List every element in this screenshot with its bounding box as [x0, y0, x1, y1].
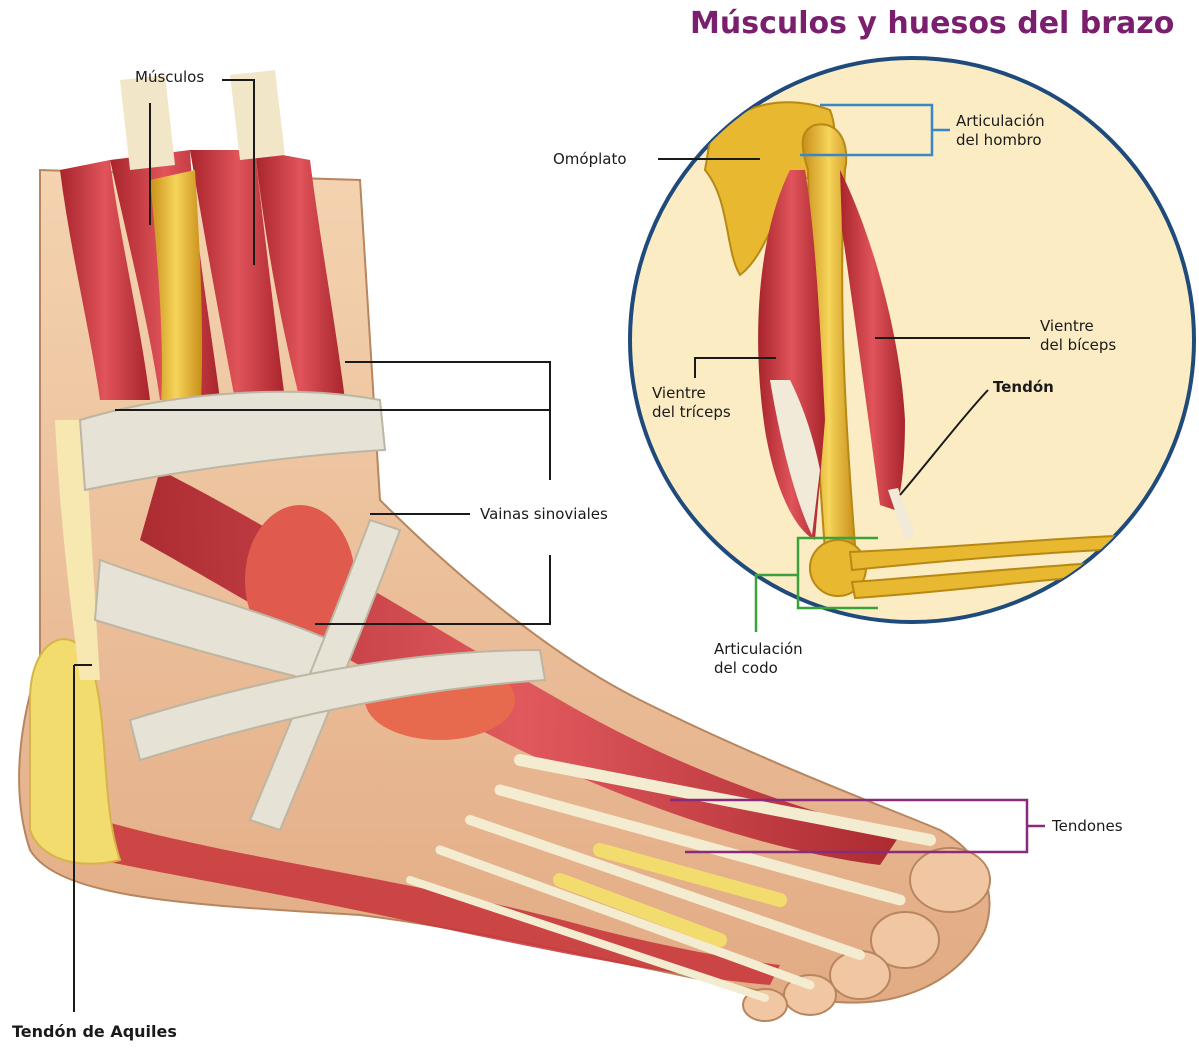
- label-hombro-line1: Articulación: [956, 112, 1045, 131]
- label-biceps-line1: Vientre: [1040, 317, 1094, 336]
- label-omoplato: Omóplato: [553, 150, 627, 169]
- label-codo-line2: del codo: [714, 659, 778, 678]
- label-biceps-line2: del bíceps: [1040, 336, 1116, 355]
- label-tendones: Tendones: [1052, 817, 1123, 836]
- label-vainas-sinoviales: Vainas sinoviales: [480, 505, 608, 524]
- toe-1: [910, 848, 990, 912]
- leg-tendon-top: [120, 75, 175, 170]
- leg-tendon-top-2: [230, 70, 285, 160]
- label-triceps-line1: Vientre: [652, 384, 706, 403]
- label-tendon: Tendón: [993, 378, 1054, 397]
- label-hombro-line2: del hombro: [956, 131, 1042, 150]
- label-triceps-line2: del tríceps: [652, 403, 731, 422]
- label-musculos: Músculos: [135, 68, 204, 87]
- page-title: Músculos y huesos del brazo: [690, 4, 1174, 44]
- label-tendon-aquiles: Tendón de Aquiles: [12, 1022, 177, 1041]
- label-codo-line1: Articulación: [714, 640, 803, 659]
